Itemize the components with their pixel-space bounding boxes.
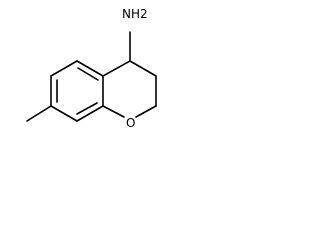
bond-ring-a-4 xyxy=(50,105,78,122)
bond-o-c8a xyxy=(102,105,125,118)
bond-c4-c3 xyxy=(129,60,157,77)
oxygen-label: O xyxy=(126,116,135,130)
amine-label: NH2 xyxy=(122,7,148,21)
bond-ring-a-6 xyxy=(50,60,78,77)
bond-c2-o xyxy=(135,105,157,118)
bond-ring-a-1 xyxy=(76,60,104,77)
aromatic-double-bond-1 xyxy=(77,67,99,81)
bond-c4a-c4 xyxy=(102,60,131,77)
methyl-bond xyxy=(26,105,52,122)
aromatic-double-bond-2 xyxy=(76,102,98,115)
bond-ring-a-3 xyxy=(76,105,104,122)
chemical-structure-diagram: NH2 O xyxy=(26,7,157,130)
